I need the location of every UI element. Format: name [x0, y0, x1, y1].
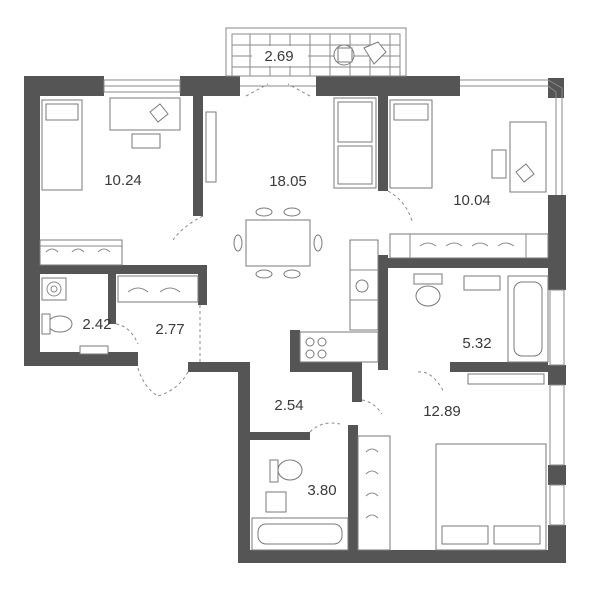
room-area-wc: 2.42 — [82, 316, 111, 333]
bedroom-ne-furniture — [389, 99, 549, 259]
bedroom-se-furniture — [357, 373, 547, 551]
room-area-bathroom-east: 5.32 — [462, 335, 491, 352]
living-kitchen-furniture — [172, 97, 413, 363]
hall-west-furniture — [117, 275, 201, 397]
walls — [24, 76, 566, 563]
bedroom-nw-furniture — [39, 97, 217, 266]
room-area-bedroom-ne: 10.04 — [453, 192, 491, 209]
room-area-corridor: 2.54 — [274, 397, 303, 414]
balcony — [225, 27, 407, 97]
area-labels: 2.69 10.24 18.05 10.04 2.42 2.77 5.32 2.… — [82, 48, 491, 499]
room-area-bedroom-nw: 10.24 — [104, 172, 142, 189]
windows — [103, 79, 565, 526]
wc-furniture — [41, 277, 139, 355]
room-area-living-kitchen: 18.05 — [269, 173, 307, 190]
bathroom-south-furniture — [251, 459, 349, 551]
room-area-bedroom-se: 12.89 — [423, 403, 461, 420]
room-area-balcony: 2.69 — [264, 48, 293, 65]
bathroom-east-furniture — [413, 273, 549, 393]
room-area-hall-west: 2.77 — [155, 321, 184, 338]
room-area-bathroom-south: 3.80 — [307, 482, 336, 499]
corridor-details — [309, 399, 383, 433]
